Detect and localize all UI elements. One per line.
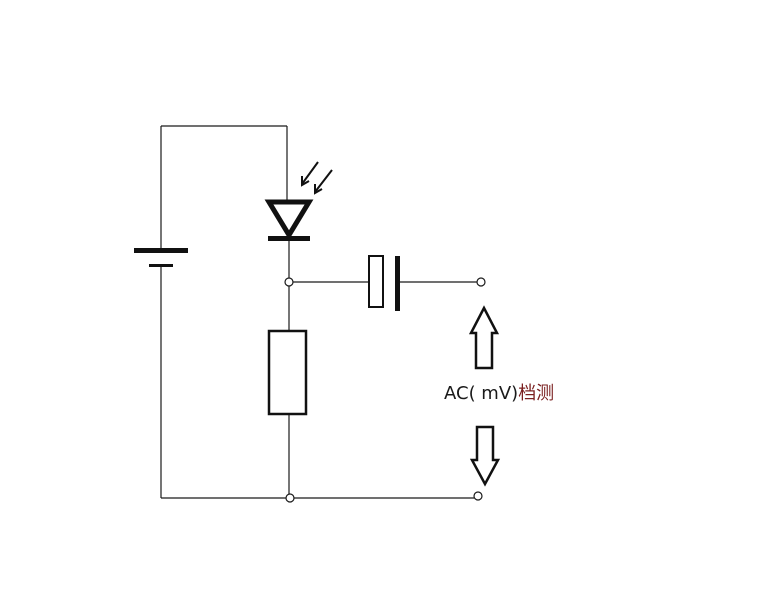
capacitor (368, 255, 400, 311)
photodiode (264, 161, 333, 241)
light-arrow-1 (301, 161, 319, 185)
photodiode-triangle (264, 199, 314, 240)
measurement-label-suffix: 档测 (518, 383, 554, 404)
battery-long-plate (134, 248, 188, 253)
wires (160, 125, 477, 499)
battery-short-plate (149, 264, 173, 267)
battery (134, 248, 188, 267)
junction-node-bottom (285, 493, 295, 503)
output-terminal-bottom (473, 491, 483, 501)
photodiode-bar (268, 236, 310, 241)
measurement-label-prefix: AC( mV) (444, 383, 518, 404)
light-arrow-1-head (301, 176, 310, 187)
down-arrow (469, 425, 501, 487)
capacitor-negative-plate (395, 256, 400, 311)
resistor (267, 329, 308, 416)
measurement-label: AC( mV)档测 (444, 383, 554, 404)
output-terminal-top (476, 277, 486, 287)
light-arrow-2-head (314, 184, 323, 195)
light-arrow-2 (314, 169, 333, 193)
junction-node-top (284, 277, 294, 287)
capacitor-positive-plate (368, 255, 384, 308)
light-arrows (301, 161, 333, 195)
up-arrow (468, 305, 500, 370)
